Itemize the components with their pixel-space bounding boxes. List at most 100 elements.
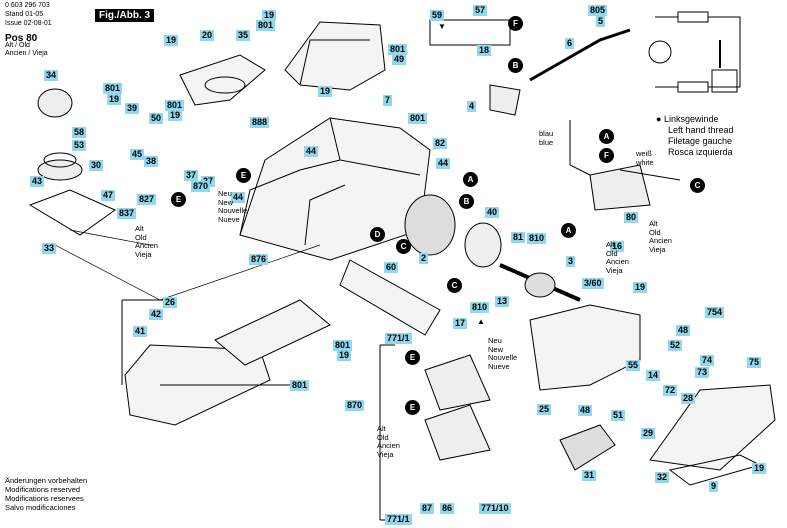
callout-circle: E <box>171 192 186 207</box>
part-label[interactable]: 44 <box>436 158 451 169</box>
part-label[interactable]: 53 <box>72 140 87 151</box>
variant-text: Neu New Nouvelle Nueve <box>218 189 248 224</box>
part-label[interactable]: 19 <box>318 86 333 97</box>
part-label[interactable]: 74 <box>700 355 715 366</box>
part-label[interactable]: 771/10 <box>479 503 511 514</box>
part-label[interactable]: 827 <box>137 194 157 205</box>
callout-circle: B <box>508 58 523 73</box>
part-label[interactable]: 48 <box>676 325 691 336</box>
part-label[interactable]: 73 <box>695 367 710 378</box>
part-label[interactable]: 7 <box>383 95 393 106</box>
part-label[interactable]: 801 <box>290 380 310 391</box>
part-label[interactable]: 17 <box>453 318 468 329</box>
part-label[interactable]: 801 <box>388 44 408 55</box>
part-label[interactable]: 837 <box>117 208 137 219</box>
callout-circle: E <box>405 350 420 365</box>
part-label[interactable]: 51 <box>611 410 626 421</box>
part-label[interactable]: 14 <box>646 370 661 381</box>
part-label[interactable]: 3 <box>566 256 576 267</box>
variant-text: Alt Old Ancien Vieja <box>377 424 400 459</box>
part-label[interactable]: 28 <box>681 393 696 404</box>
part-label[interactable]: 40 <box>485 207 500 218</box>
part-label[interactable]: 19 <box>337 350 352 361</box>
part-label[interactable]: 19 <box>633 282 648 293</box>
part-label[interactable]: 870 <box>345 400 365 411</box>
part-label[interactable]: 19 <box>164 35 179 46</box>
part-label[interactable]: 58 <box>72 127 87 138</box>
part-label[interactable]: 49 <box>392 54 407 65</box>
part-label[interactable]: 48 <box>578 405 593 416</box>
part-label[interactable]: 59 <box>430 10 445 21</box>
part-label[interactable]: 6 <box>565 38 575 49</box>
part-label[interactable]: 57 <box>473 5 488 16</box>
callout-circle: D <box>370 227 385 242</box>
part-label[interactable]: 80 <box>624 212 639 223</box>
part-label[interactable]: 55 <box>626 360 641 371</box>
part-label[interactable]: 805 <box>588 5 608 16</box>
part-label[interactable]: 888 <box>250 117 270 128</box>
part-label[interactable]: 33 <box>42 243 57 254</box>
part-label[interactable]: 801 <box>256 20 276 31</box>
part-label[interactable]: 4 <box>467 101 477 112</box>
part-label[interactable]: 19 <box>262 10 277 21</box>
part-label[interactable]: 37 <box>184 170 199 181</box>
part-label[interactable]: 82 <box>433 138 448 149</box>
part-label[interactable]: 801 <box>408 113 428 124</box>
part-label[interactable]: 35 <box>236 30 251 41</box>
part-label[interactable]: 810 <box>527 233 547 244</box>
part-label[interactable]: 26 <box>163 297 178 308</box>
part-label[interactable]: 9 <box>709 481 719 492</box>
part-label[interactable]: 18 <box>477 45 492 56</box>
part-label[interactable]: 13 <box>495 296 510 307</box>
part-label[interactable]: 50 <box>149 113 164 124</box>
part-label[interactable]: 39 <box>125 103 140 114</box>
part-label[interactable]: 20 <box>200 30 215 41</box>
part-label[interactable]: 19 <box>107 94 122 105</box>
part-label[interactable]: 801 <box>165 100 185 111</box>
part-label[interactable]: 42 <box>149 309 164 320</box>
part-label[interactable]: 43 <box>30 176 45 187</box>
part-label[interactable]: 31 <box>582 470 597 481</box>
part-label[interactable]: 19 <box>168 110 183 121</box>
part-label[interactable]: 771/1 <box>385 514 412 525</box>
part-label[interactable]: 75 <box>747 357 762 368</box>
part-label[interactable]: 60 <box>384 262 399 273</box>
callout-circle: A <box>463 172 478 187</box>
part-label[interactable]: 32 <box>655 472 670 483</box>
part-label[interactable]: 19 <box>752 463 767 474</box>
part-label[interactable]: 52 <box>668 340 683 351</box>
callout-circle: A <box>561 223 576 238</box>
part-label[interactable]: 876 <box>249 254 269 265</box>
callout-circle: E <box>236 168 251 183</box>
part-label[interactable]: 81 <box>511 232 526 243</box>
part-label[interactable]: 47 <box>101 190 116 201</box>
part-label[interactable]: 3/60 <box>582 278 604 289</box>
part-label[interactable]: 810 <box>470 302 490 313</box>
part-label[interactable]: 2 <box>419 253 429 264</box>
part-label[interactable]: 870 <box>191 181 211 192</box>
part-label[interactable]: 34 <box>44 70 59 81</box>
part-label[interactable]: 44 <box>304 146 319 157</box>
part-label[interactable]: 86 <box>440 503 455 514</box>
callout-circle: C <box>690 178 705 193</box>
part-label[interactable]: 25 <box>537 404 552 415</box>
part-label[interactable]: 72 <box>663 385 678 396</box>
figure-title: Fig./Abb. 3 <box>95 9 155 22</box>
part-label[interactable]: 44 <box>231 192 246 203</box>
part-label[interactable]: 16 <box>610 241 625 252</box>
part-label[interactable]: 5 <box>596 16 606 27</box>
arrow-up-icon: ▲ <box>477 317 485 326</box>
pos-variants: Alt / Old Ancien / Vieja <box>5 42 48 57</box>
part-label[interactable]: 801 <box>333 340 353 351</box>
wire-color-text: weiß white <box>636 149 654 167</box>
part-label[interactable]: 41 <box>133 326 148 337</box>
part-label[interactable]: 754 <box>705 307 725 318</box>
part-label[interactable]: 87 <box>420 503 435 514</box>
part-label[interactable]: 801 <box>103 83 123 94</box>
part-label[interactable]: 38 <box>144 156 159 167</box>
part-label[interactable]: 45 <box>130 149 145 160</box>
part-label[interactable]: 29 <box>641 428 656 439</box>
part-label[interactable]: 771/1 <box>385 333 412 344</box>
part-label[interactable]: 30 <box>89 160 104 171</box>
